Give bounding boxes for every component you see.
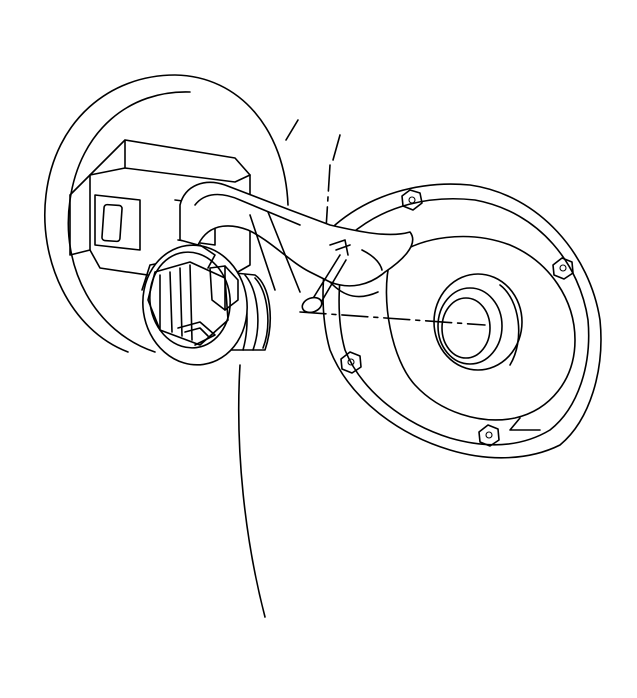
body-edge-line — [237, 364, 266, 618]
filler-neck-opening — [433, 273, 523, 371]
filler-mounting-plate — [322, 183, 602, 459]
hatch-line — [285, 119, 299, 141]
hatch-line — [332, 134, 341, 161]
tether-pin — [301, 244, 351, 314]
fuel-cap — [142, 244, 271, 366]
alignment-axis-horizontal — [299, 311, 486, 326]
bolt-icon — [552, 257, 574, 280]
bolt-icon — [340, 351, 362, 374]
bolt-icon — [401, 189, 423, 211]
cap-tether-strap — [179, 181, 414, 298]
bolt-icon — [478, 424, 500, 447]
